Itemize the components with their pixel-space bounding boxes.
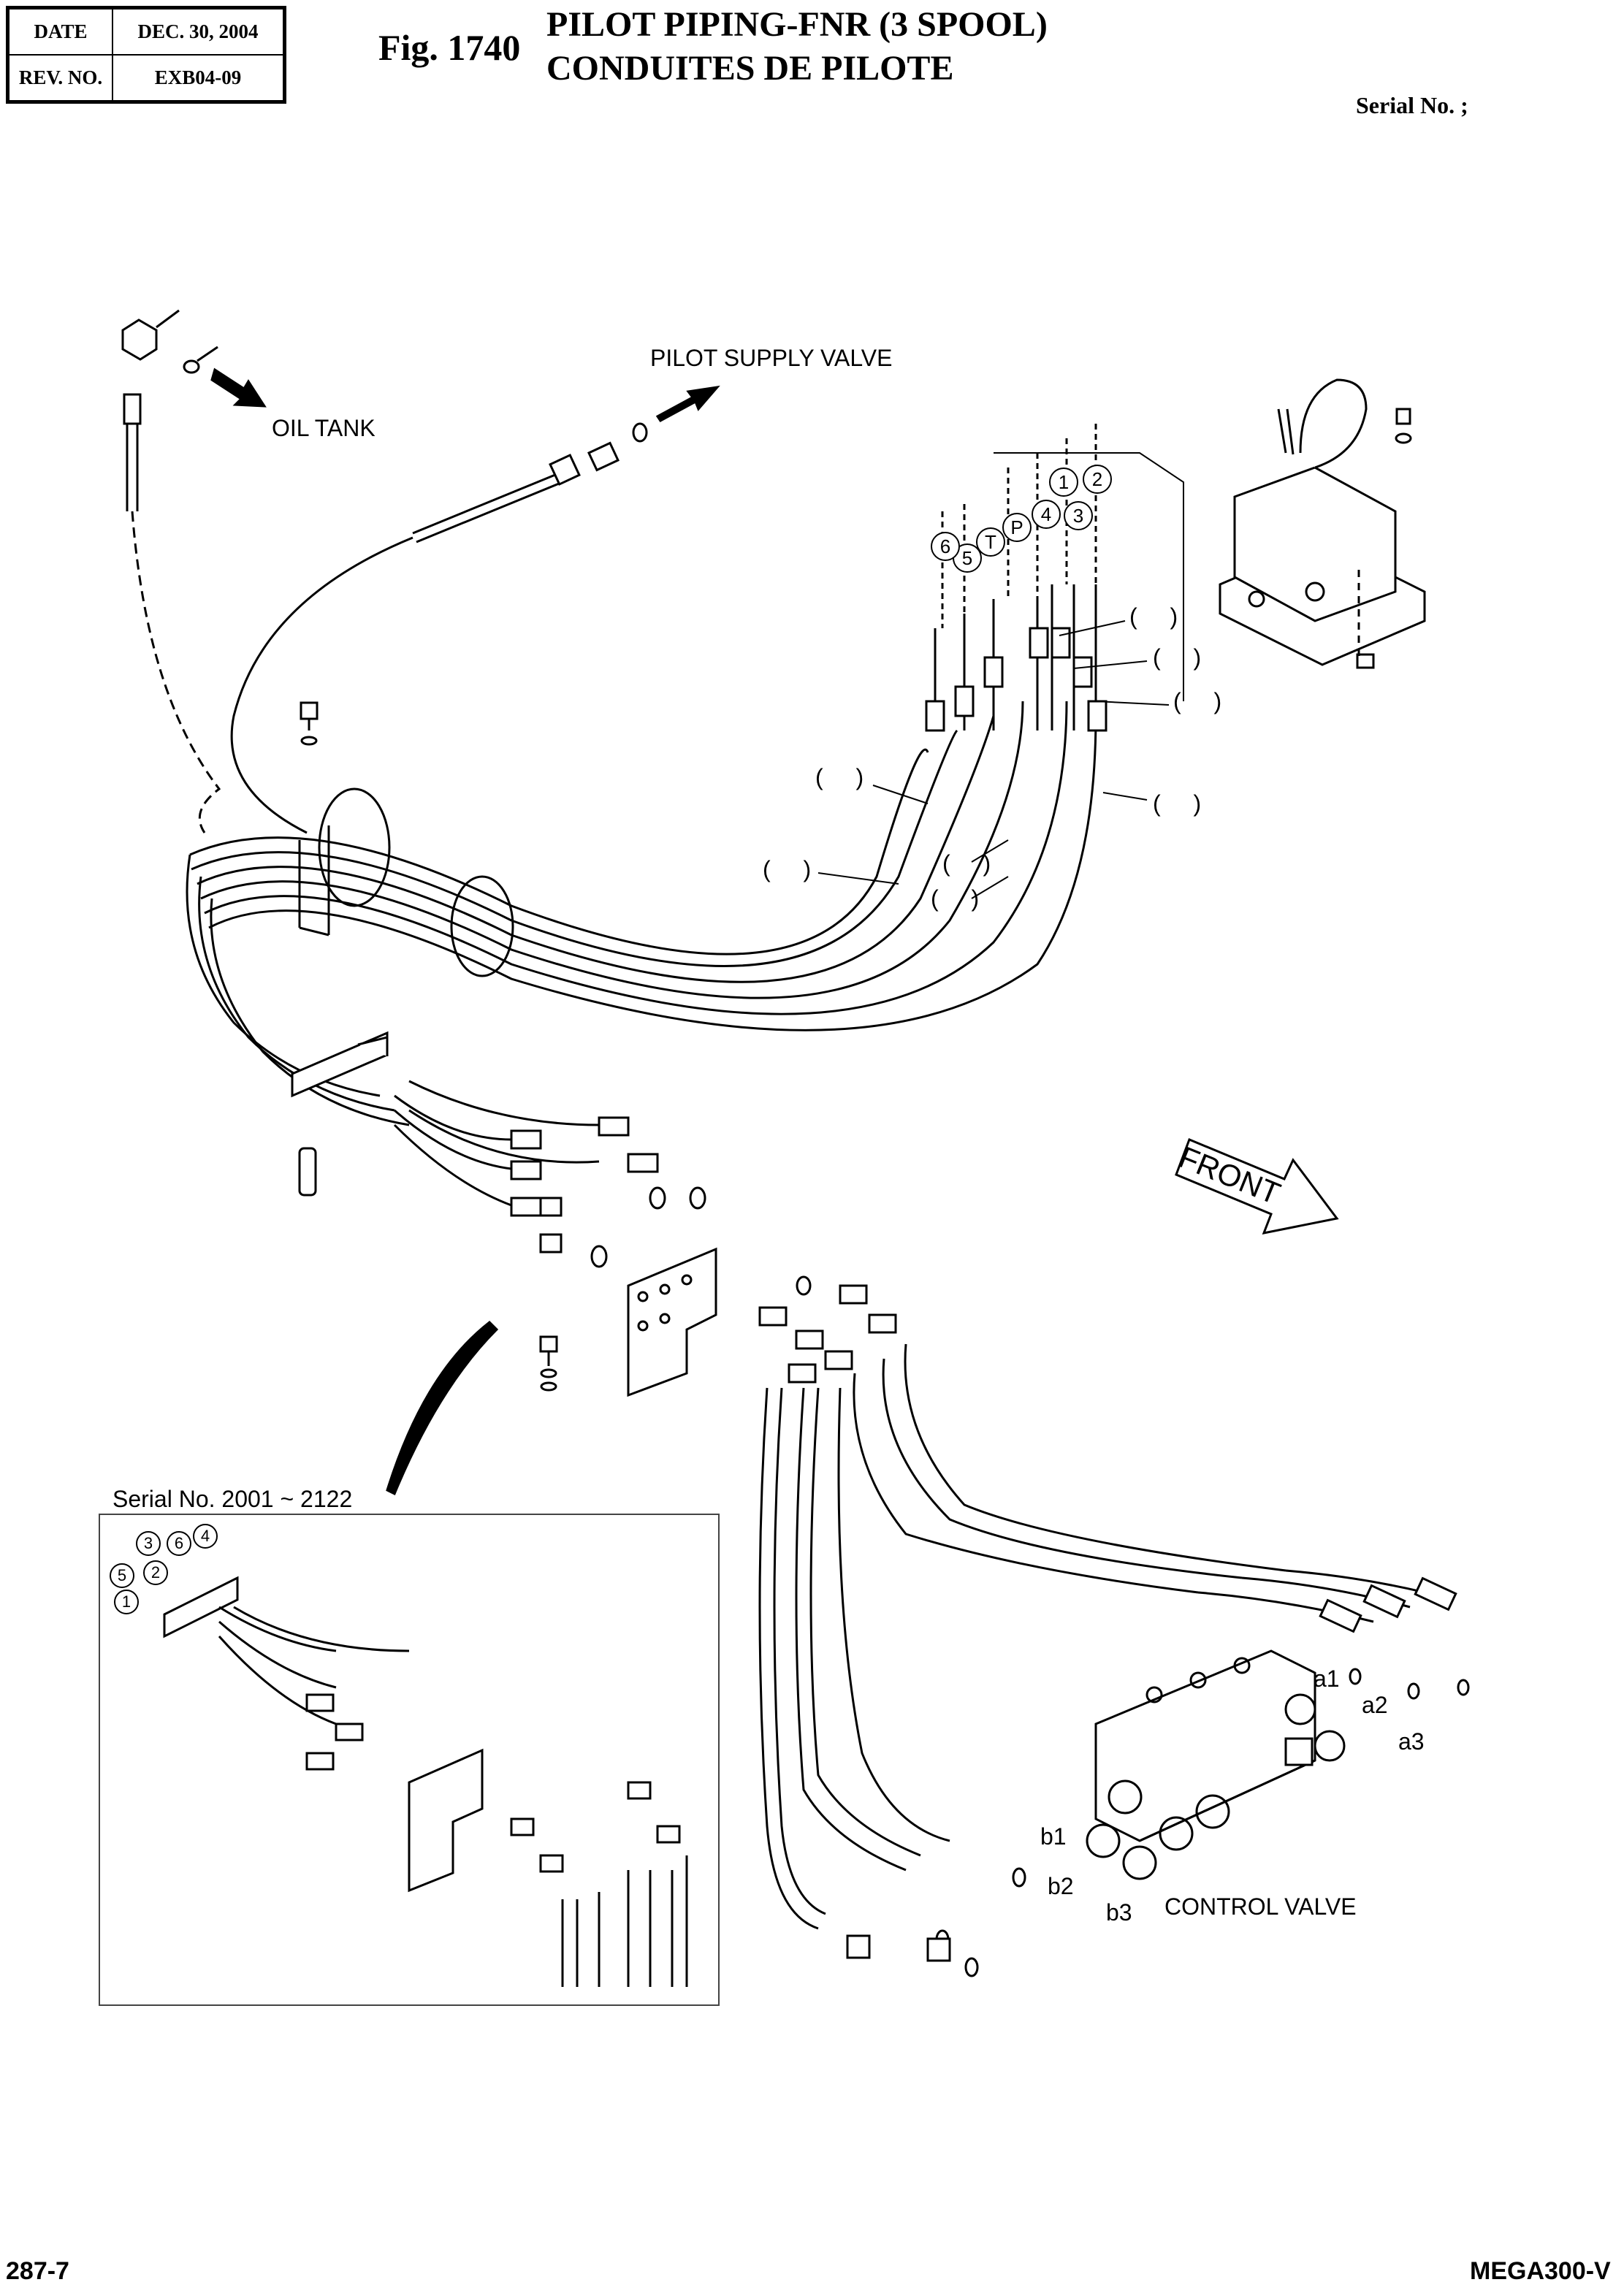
page-number: 287-7	[6, 2257, 69, 2285]
inset-marker-6: 6	[167, 1531, 191, 1556]
leader-lines	[817, 620, 1170, 899]
figure-title-french: CONDUITES DE PILOTE	[546, 49, 954, 88]
inset-marker-5: 5	[110, 1563, 134, 1588]
inset-drawing	[163, 1576, 688, 1987]
serial-number: Serial No. ;	[1356, 92, 1468, 118]
date-label: DATE	[8, 8, 113, 56]
port-marker-2: 2	[1083, 465, 1112, 494]
inset-serial-label: Serial No. 2001 ~ 2122	[113, 1486, 353, 1512]
clamp-bracket	[298, 825, 330, 936]
main-hose-bundle	[186, 701, 1097, 1126]
paren-callout-3: ( )	[1173, 688, 1235, 714]
port-b3-label: b3	[1106, 1899, 1132, 1926]
oil-tank-hose	[123, 393, 221, 833]
inset-marker-2: 2	[143, 1560, 168, 1585]
port-marker-1: 1	[1049, 468, 1078, 497]
port-b1-label: b1	[1040, 1823, 1067, 1850]
mounting-bracket	[627, 1247, 717, 1397]
inset-frame	[99, 1514, 720, 2006]
inset-indicator	[386, 1321, 499, 1496]
port-marker-3: 3	[1064, 501, 1093, 530]
rev-value: EXB04-09	[112, 54, 284, 102]
hose-clamp-1	[318, 787, 391, 907]
paren-callout-6: ( )	[763, 856, 825, 882]
fitting-cluster-mid	[393, 1080, 706, 1268]
pilot-supply-valve-label: PILOT SUPPLY VALVE	[650, 345, 893, 371]
paren-callout-7: ( )	[942, 850, 1004, 877]
rev-label: REV. NO.	[8, 54, 113, 102]
control-valve-fittings	[846, 1576, 1470, 1977]
oil-tank-label: OIL TANK	[272, 415, 375, 441]
port-a3-label: a3	[1398, 1728, 1425, 1755]
revision-table: DATE DEC. 30, 2004 REV. NO. EXB04-09	[6, 6, 286, 104]
port-a1-label: a1	[1314, 1666, 1340, 1692]
date-value: DEC. 30, 2004	[112, 8, 284, 56]
paren-callout-2: ( )	[1153, 644, 1215, 671]
oil-tank-elbow	[121, 309, 218, 374]
control-valve-body	[1086, 1649, 1346, 1880]
control-valve-hoses	[758, 1343, 1455, 1930]
port-a2-label: a2	[1362, 1692, 1388, 1718]
port-marker-4: 4	[1032, 500, 1061, 529]
front-arrow	[1175, 1138, 1339, 1235]
port-b2-label: b2	[1048, 1873, 1074, 1899]
clamp-bolt	[300, 701, 319, 746]
fitting-cluster-right	[758, 1275, 897, 1384]
control-valve-label: CONTROL VALVE	[1164, 1893, 1357, 1920]
hose-block-connector	[291, 1031, 389, 1197]
pilot-valve-joystick	[1219, 378, 1426, 669]
paren-callout-1: ( )	[1129, 603, 1192, 630]
oil-tank-arrow	[210, 367, 267, 408]
port-marker-p: P	[1002, 513, 1032, 542]
paren-callout-5: ( )	[815, 764, 877, 790]
pilot-supply-arrow	[655, 385, 720, 422]
port-marker-t: T	[976, 527, 1005, 557]
figure-number: Fig. 1740	[378, 27, 521, 68]
figure-title-english: PILOT PIPING-FNR (3 SPOOL)	[546, 5, 1048, 44]
inset-marker-3: 3	[136, 1531, 161, 1556]
bracket-bolt	[539, 1335, 558, 1392]
inset-marker-4: 4	[193, 1524, 218, 1549]
paren-callout-8: ( )	[931, 885, 993, 912]
pilot-supply-hose	[230, 422, 648, 834]
port-marker-6: 6	[931, 532, 960, 561]
paren-callout-4: ( )	[1153, 790, 1215, 817]
inset-marker-1: 1	[114, 1590, 139, 1614]
hose-clamp-2	[450, 875, 514, 977]
model-code: MEGA300-V	[1470, 2257, 1611, 2285]
